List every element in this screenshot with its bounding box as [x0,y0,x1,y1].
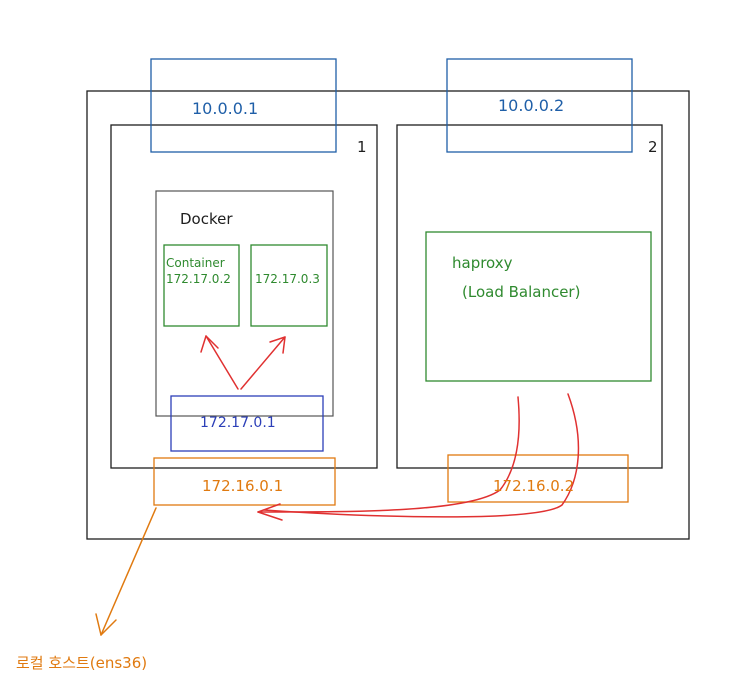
private-ip1-label: 172.16.0.1 [202,477,284,495]
host2-number: 2 [648,138,658,156]
private-ip2-label: 172.16.0.2 [493,477,575,495]
host1-number: 1 [357,138,367,156]
haproxy-name: haproxy [452,254,513,272]
bridge-to-containers-arrows [200,335,286,390]
docker-label: Docker [180,210,233,228]
container1-ip: 172.17.0.2 [166,272,231,286]
host1-box [110,124,378,469]
docker-box [155,190,334,417]
public-ip2-box [446,58,633,153]
outer-machine-box [86,90,690,540]
haproxy-subtitle: (Load Balancer) [462,283,581,301]
public-ip2-label: 10.0.0.2 [498,96,565,115]
host1-to-local-arrow [95,507,157,636]
public-ip1-box [150,58,337,153]
host2-box [396,124,663,469]
container2-ip: 172.17.0.3 [255,272,320,286]
local-host-label: 로컬 호스트(ens36) [16,654,148,672]
haproxy-box [425,231,652,382]
private-ip1-box [153,457,336,506]
haproxy-to-host1-arrows [257,393,580,521]
docker-bridge-ip: 172.17.0.1 [200,415,276,431]
docker-bridge-box [170,395,324,452]
container1-name: Container [166,256,225,270]
container2-box [250,244,328,327]
public-ip1-label: 10.0.0.1 [192,99,259,118]
private-ip2-box [447,454,629,503]
container1-box [163,244,240,327]
